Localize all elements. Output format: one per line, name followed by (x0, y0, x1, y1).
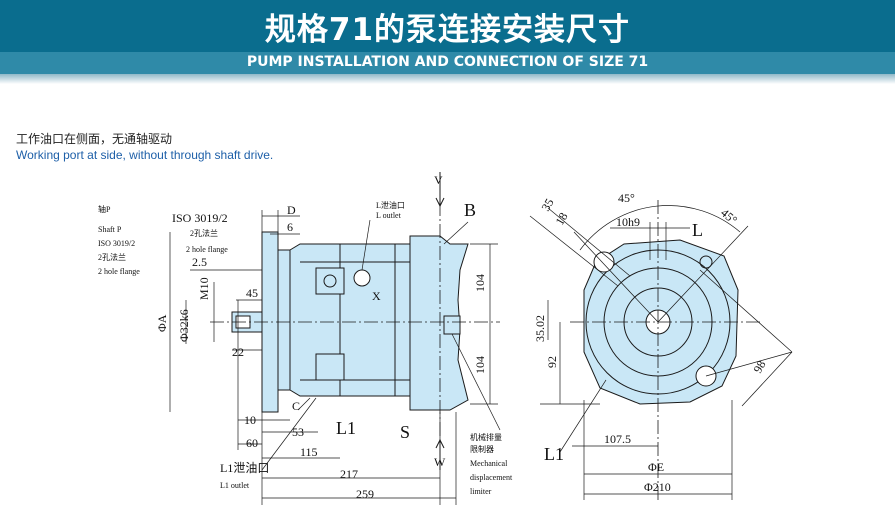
label-l-oil-cn: L泄油口 (376, 200, 405, 210)
front-bolt-left (593, 251, 615, 273)
page-subtitle: PUMP INSTALLATION AND CONNECTION OF SIZE… (246, 54, 649, 70)
description-cn: 工作油口在侧面，无通轴驱动 (16, 132, 173, 146)
dim-35-02: 35.02 (533, 315, 547, 342)
front-port-l (699, 255, 713, 269)
side-view-labels: 轴P Shaft P ISO 3019/2 ISO 3019/2 2孔法兰 2 … (98, 173, 513, 501)
label-two-hole-cn: 2孔法兰 (190, 228, 218, 238)
label-d: D (287, 203, 296, 217)
header-fade (0, 74, 895, 84)
dim-phi-210: Φ210 (644, 480, 671, 494)
dim-6: 6 (287, 220, 293, 234)
dim-217: 217 (340, 467, 358, 481)
label-mech-en-1: Mechanical (470, 459, 508, 468)
dim-107-5: 107.5 (604, 432, 631, 446)
drain-port-l (315, 267, 345, 295)
dim-92: 92 (545, 356, 559, 368)
label-mech-en-3: limiter (470, 487, 492, 496)
page-title: 规格71的泵连接安装尺寸 (264, 12, 631, 48)
dim-60: 60 (246, 436, 258, 450)
dim-2-5: 2.5 (192, 255, 207, 269)
label-iso-3019: ISO 3019/2 (172, 211, 228, 225)
dim-22: 22 (232, 345, 244, 359)
label-iso-3019-b: ISO 3019/2 (98, 239, 135, 248)
label-x: X (372, 289, 381, 303)
label-two-hole-cn-b: 2孔法兰 (98, 252, 126, 262)
dim-45: 45 (246, 286, 258, 300)
side-view (169, 172, 501, 505)
dim-104-top: 104 (473, 274, 487, 292)
dim-35: 35 (538, 196, 556, 213)
label-w: W (434, 455, 446, 469)
label-l-outlet: L outlet (376, 211, 402, 220)
dim-phi32k6: Φ32k6 (177, 309, 191, 342)
dim-104-bottom: 104 (473, 356, 487, 374)
label-v: V (434, 173, 443, 187)
drain-port-l1 (315, 353, 345, 381)
dim-angle-45-right: 45° (718, 206, 740, 228)
dim-m10: M10 (197, 277, 211, 300)
description-en: Working port at side, without through sh… (16, 148, 274, 162)
front-view-labels: 45° 45° 10h9 35 18 35.02 92 98 107.5 ΦE … (533, 191, 769, 494)
label-b: B (464, 200, 476, 220)
l-port-circle (353, 269, 371, 287)
label-shaft-p-cn: 轴P (98, 204, 111, 214)
dim-phi-a: ΦA (155, 314, 169, 332)
dim-98: 98 (750, 358, 768, 375)
label-l1-outlet: L1 outlet (220, 481, 250, 490)
label-l1: L1 (336, 418, 356, 438)
front-view (529, 200, 793, 500)
label-c: C (292, 399, 300, 413)
displacement-limiter (443, 315, 461, 335)
label-two-hole-flange-b: 2 hole flange (98, 267, 140, 276)
dim-10: 10 (244, 413, 256, 427)
label-mech-cn-1: 机械排量 (470, 432, 502, 442)
label-front-l1: L1 (544, 444, 564, 464)
dim-10h9: 10h9 (616, 215, 640, 229)
header-band (0, 52, 895, 74)
label-mech-cn-2: 限制器 (470, 444, 494, 454)
label-shaft-p: Shaft P (98, 225, 122, 234)
dim-53: 53 (292, 425, 304, 439)
label-l: L (692, 220, 703, 240)
header-banner: 规格71的泵连接安装尺寸 PUMP INSTALLATION AND CONNE… (0, 0, 895, 84)
dim-angle-45-left: 45° (618, 191, 635, 205)
label-s: S (400, 422, 410, 442)
dim-259: 259 (356, 487, 374, 501)
dim-phi-e: ΦE (648, 460, 664, 474)
dim-115: 115 (300, 445, 318, 459)
pilot (277, 249, 291, 391)
label-mech-en-2: displacement (470, 473, 513, 482)
label-l1-oil-cn: L1泄油口 (220, 461, 269, 475)
label-two-hole-flange: 2 hole flange (186, 245, 228, 254)
